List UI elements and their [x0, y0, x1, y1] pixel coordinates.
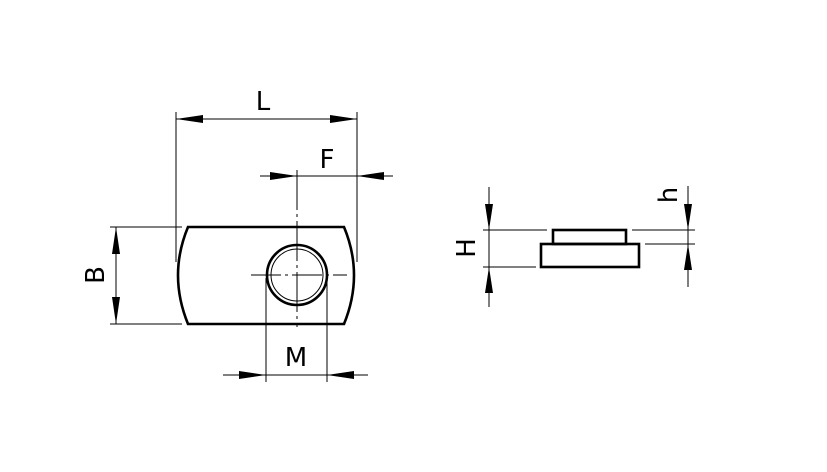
top-view — [176, 170, 356, 327]
arrow-icon — [112, 297, 120, 324]
dimension-label-M: M — [285, 343, 307, 373]
nut-body-outline — [176, 225, 356, 326]
dimension-M: M — [223, 278, 368, 382]
dimension-L: L — [175, 87, 358, 262]
base — [539, 242, 641, 269]
flange — [551, 228, 628, 246]
arrow-icon — [485, 267, 493, 293]
arrow-icon — [270, 172, 297, 180]
dimension-h: h — [632, 186, 695, 287]
dimension-label-h: h — [654, 187, 684, 203]
arrow-icon — [357, 172, 384, 180]
arrow-icon — [684, 244, 692, 270]
arrow-icon — [176, 115, 203, 123]
arrow-icon — [239, 371, 266, 379]
arrow-icon — [485, 204, 493, 230]
dimension-H: H — [452, 187, 547, 307]
arrow-icon — [684, 204, 692, 230]
dimension-label-L: L — [256, 87, 271, 117]
arrow-icon — [330, 115, 357, 123]
dimension-label-H: H — [452, 238, 482, 258]
dimension-label-B: B — [81, 266, 111, 284]
side-view — [539, 228, 641, 269]
arrow-icon — [112, 227, 120, 254]
arrow-icon — [327, 371, 354, 379]
dimension-B: B — [81, 226, 182, 325]
dimension-label-F: F — [320, 145, 335, 175]
dimension-F: F — [260, 145, 393, 180]
